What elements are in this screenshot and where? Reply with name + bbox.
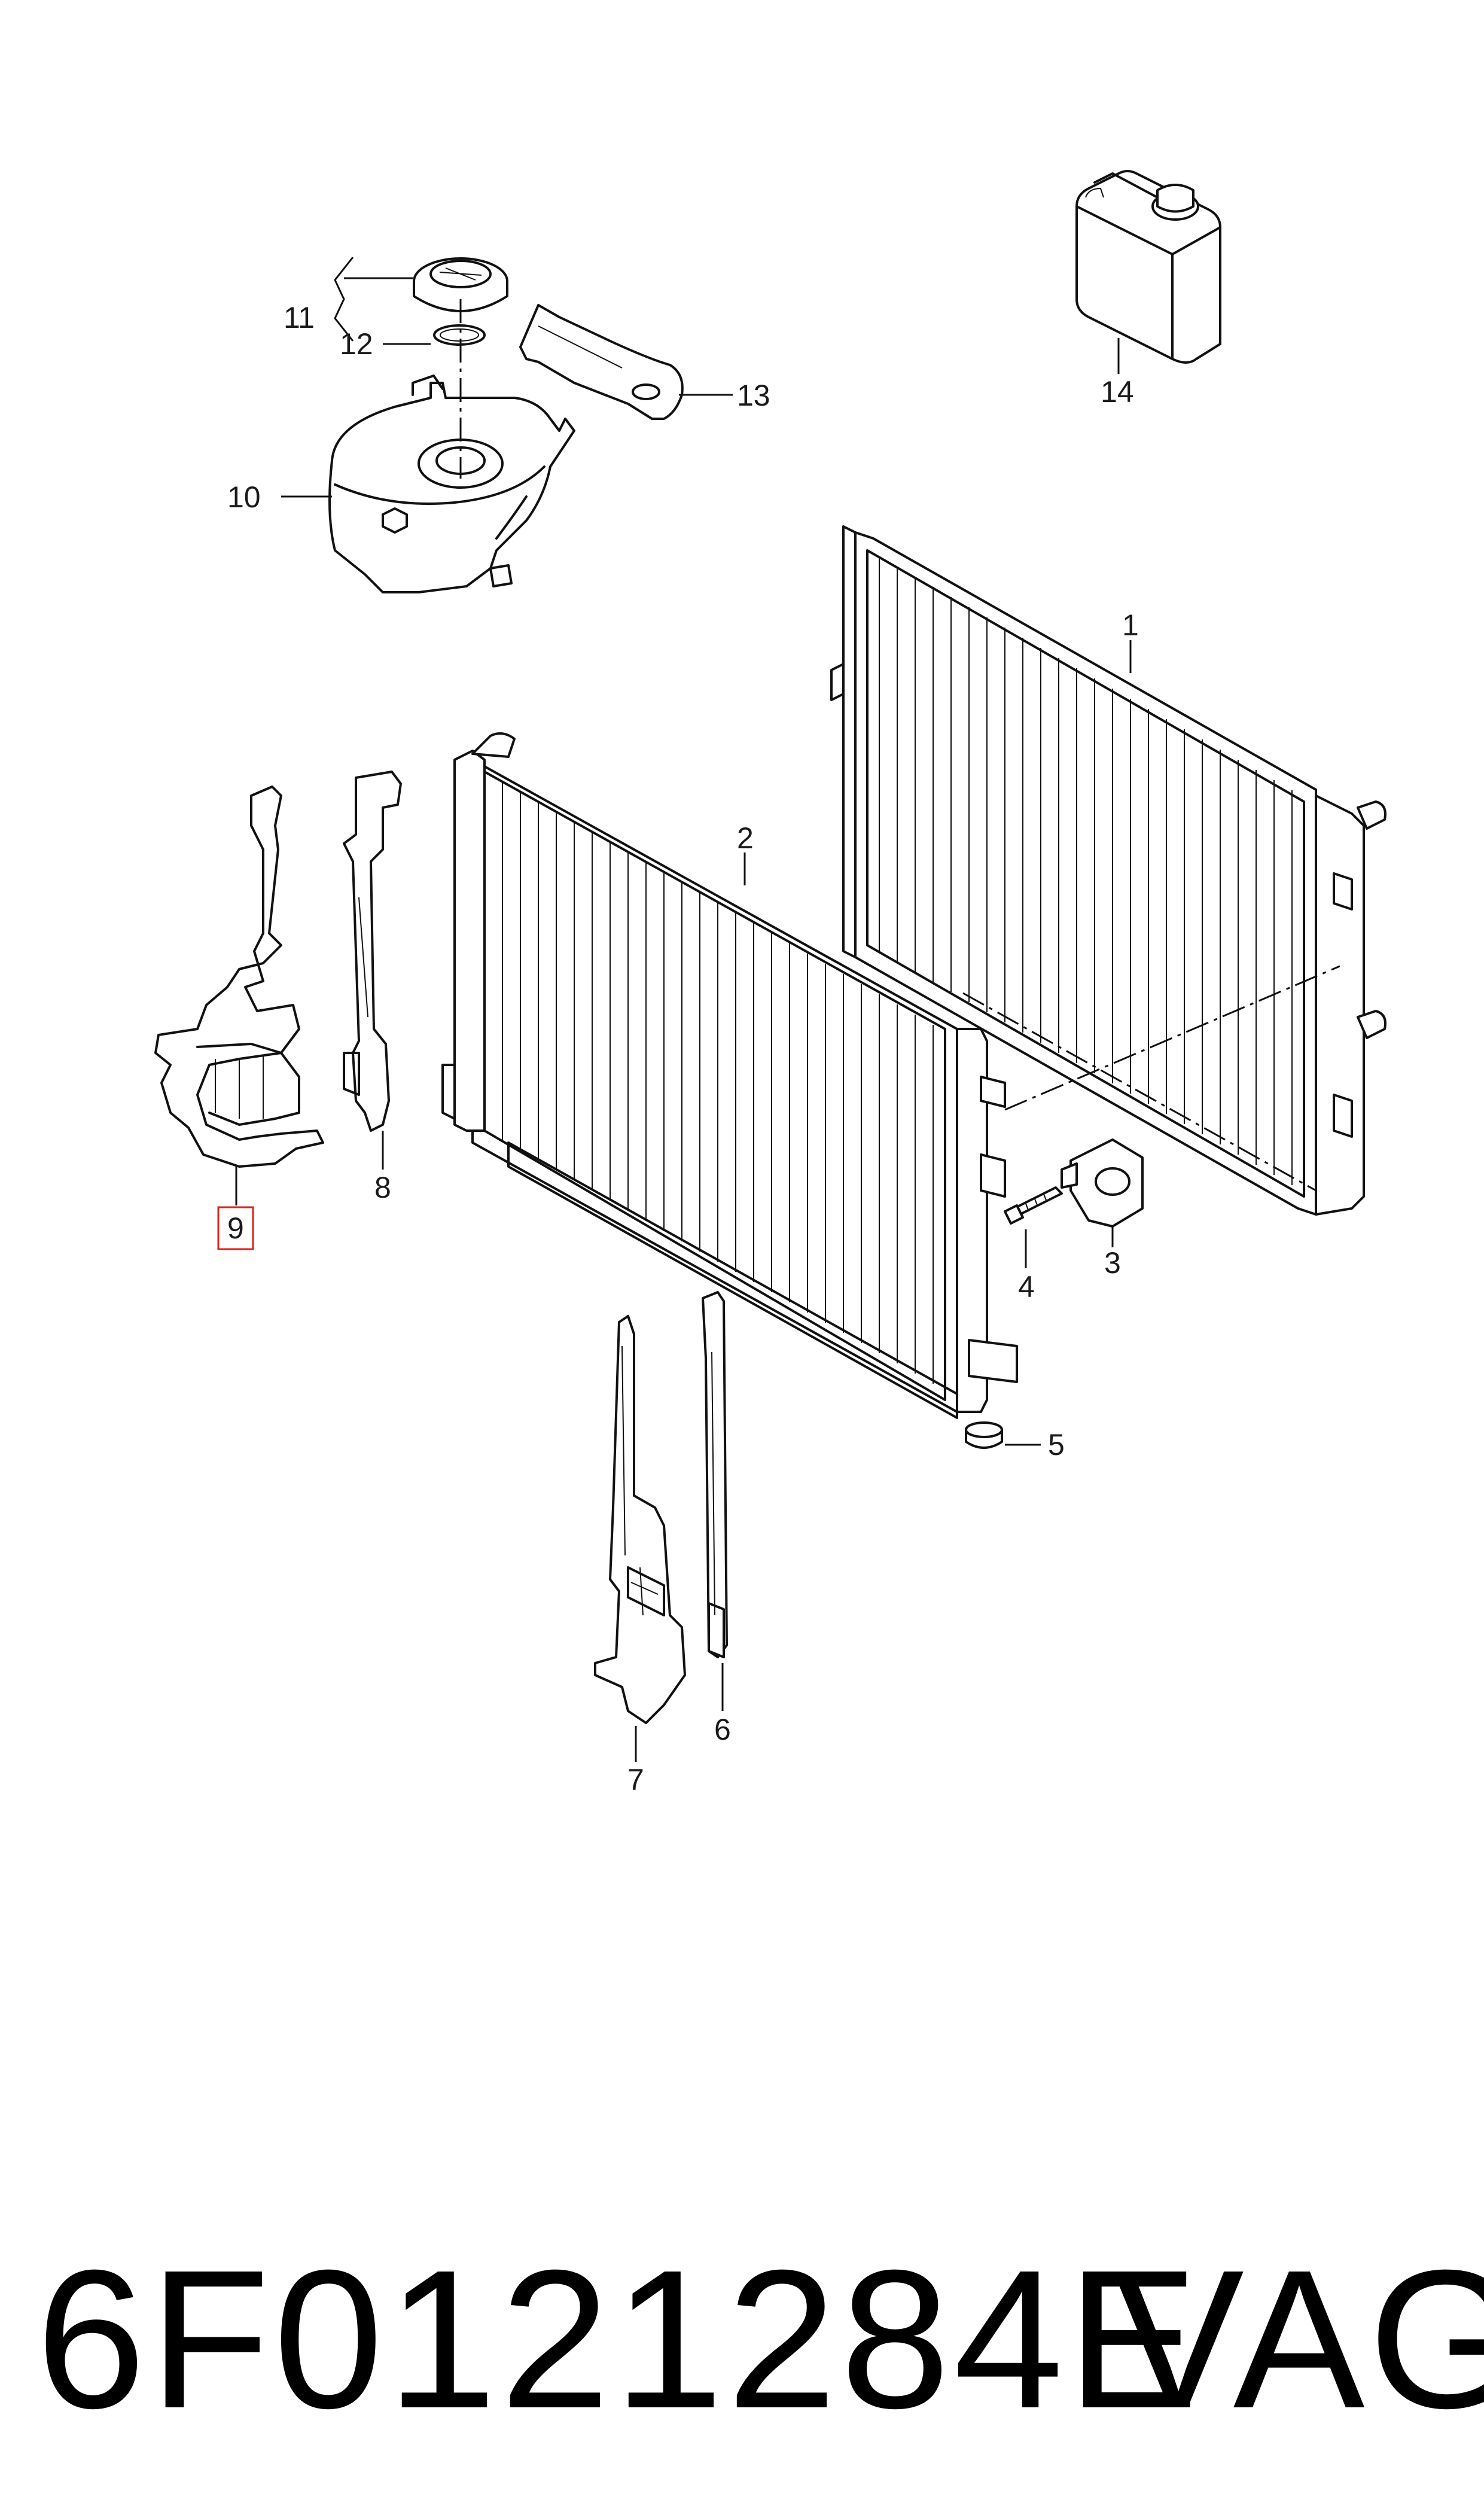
mounting-bracket-part [1061,1138,1144,1228]
side-seal-part-8 [343,771,402,1132]
air-guide-part-9 [154,785,324,1168]
side-seal-part-7 [594,1315,686,1724]
callout-label-1: 1 [1122,608,1139,642]
callout-label-12: 12 [340,327,373,361]
callout-label-5: 5 [1048,1428,1065,1462]
reservoir-bracket-part [519,304,684,420]
assembly-axis-lower [962,992,1317,1192]
leader-11-bracket [334,257,413,342]
condenser-part [441,732,1018,1419]
callout-label-2: 2 [737,821,754,855]
side-seal-part-6 [702,1291,728,1658]
screw-part [1004,1186,1063,1225]
expansion-tank-part [328,374,575,593]
radiator-part [830,525,1387,1216]
exploded-parts-diagram: 1 2 3 4 5 6 7 8 9 10 11 12 13 14 [154,170,1387,1797]
callout-label-8: 8 [374,1171,391,1204]
callout-label-9: 9 [227,1211,244,1245]
seal-ring-part [433,324,486,346]
callout-label-14: 14 [1101,375,1134,409]
part-number-footer: 6F0121284E VAG [36,2213,1484,2465]
brand-label: VAG [1113,2228,1484,2449]
callout-label-3: 3 [1104,1246,1121,1280]
callout-label-4: 4 [1018,1270,1035,1304]
part-number: 6F0121284E [36,2228,1202,2449]
callout-label-7: 7 [627,1763,644,1797]
callout-label-11: 11 [284,301,315,334]
callout-label-6: 6 [714,1713,731,1746]
expansion-cap-part [413,257,508,312]
coolant-jug-part [1075,170,1221,364]
assembly-axis-upper [1004,965,1340,1111]
callout-label-13: 13 [737,379,770,412]
callout-label-10: 10 [227,480,261,514]
highlight-box-9 [217,1206,254,1250]
rubber-grommet-part [965,1421,1003,1449]
